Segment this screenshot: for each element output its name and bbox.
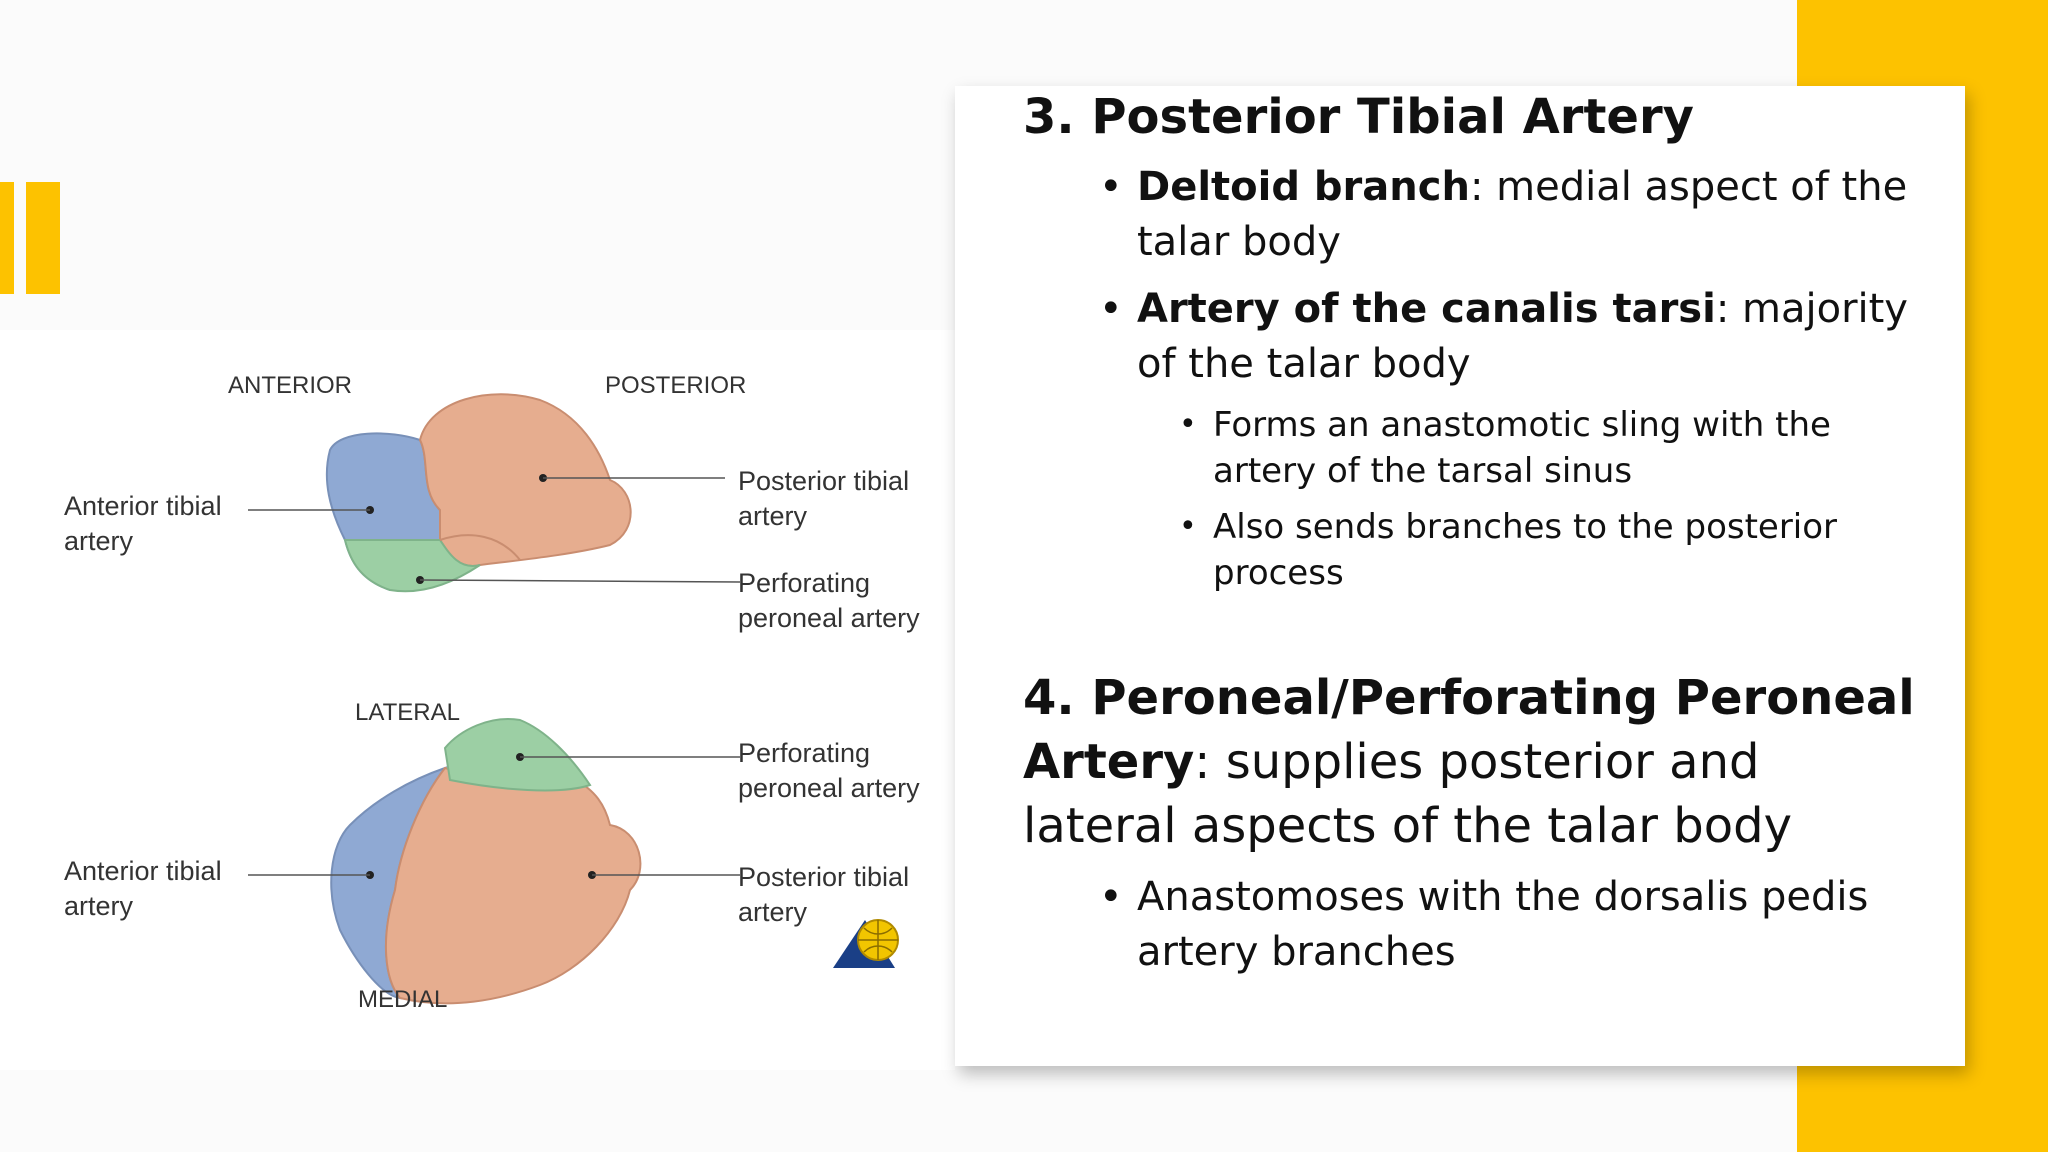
accent-mark-left-2 — [26, 182, 60, 294]
sub-bullet-anastomotic-sling: Forms an anastomotic sling with the arte… — [1023, 402, 1925, 494]
section-4-bullets: Anastomoses with the dorsalis pedis arte… — [1023, 870, 1925, 980]
section-3-bullets: Deltoid branch: medial aspect of the tal… — [1023, 160, 1925, 596]
talus-blood-supply-diagram: ANTERIOR POSTERIOR Anterior tibial arter… — [0, 330, 955, 1070]
accent-mark-left-1 — [0, 182, 14, 294]
globe-triangle-logo-icon — [833, 919, 899, 968]
bullet-term: Artery of the canalis tarsi — [1137, 286, 1716, 332]
bullet-canalis-tarsi: Artery of the canalis tarsi: majority of… — [1023, 282, 1925, 392]
label-perforating-peroneal-bottom-2: peroneal artery — [738, 773, 920, 803]
content-card: 3. Posterior Tibial Artery Deltoid branc… — [955, 86, 1965, 1066]
bullet-text: : majority of the talar body — [1137, 286, 1908, 387]
label-perforating-peroneal-bottom-1: Perforating — [738, 738, 870, 768]
section-4-title: 4. Peroneal/Perforating Peroneal Artery:… — [1023, 666, 1925, 858]
label-posterior-tibial-top-1: Posterior tibial — [738, 466, 909, 496]
talus-bottom-view: LATERAL MEDIAL Anterior tibial artery Pe… — [64, 699, 920, 1013]
label-anterior-tibial-top-2: artery — [64, 526, 134, 556]
orientation-anterior: ANTERIOR — [228, 372, 352, 399]
region-perforating-peroneal-top — [343, 539, 481, 593]
label-posterior-tibial-top-2: artery — [738, 501, 808, 531]
orientation-lateral: LATERAL — [355, 699, 460, 726]
talus-top-view: ANTERIOR POSTERIOR Anterior tibial arter… — [64, 372, 920, 633]
section-3-title: 3. Posterior Tibial Artery — [1023, 89, 1694, 145]
region-posterior-tibial-bottom — [385, 766, 642, 1005]
section-4-title-bold: 4. Peroneal/Perforating Peroneal Artery — [1023, 670, 1915, 790]
label-perforating-peroneal-top-1: Perforating — [738, 568, 870, 598]
label-anterior-tibial-top-1: Anterior tibial — [64, 491, 222, 521]
bullet-deltoid-branch: Deltoid branch: medial aspect of the tal… — [1023, 160, 1925, 270]
orientation-posterior: POSTERIOR — [605, 372, 746, 399]
label-anterior-tibial-bottom-2: artery — [64, 891, 134, 921]
label-posterior-tibial-bottom-2: artery — [738, 897, 808, 927]
section-4-title-rest: : supplies posterior and lateral aspects… — [1023, 734, 1792, 854]
bullet-dorsalis-pedis: Anastomoses with the dorsalis pedis arte… — [1023, 870, 1925, 980]
bullet-text: : medial aspect of the talar body — [1137, 164, 1908, 265]
label-perforating-peroneal-top-2: peroneal artery — [738, 603, 920, 633]
label-anterior-tibial-bottom-1: Anterior tibial — [64, 856, 222, 886]
bullet-term: Deltoid branch — [1137, 164, 1470, 210]
label-posterior-tibial-bottom-1: Posterior tibial — [738, 862, 909, 892]
region-posterior-tibial-top — [418, 393, 632, 567]
talus-diagram-svg: ANTERIOR POSTERIOR Anterior tibial arter… — [64, 372, 920, 1013]
orientation-medial: MEDIAL — [358, 986, 447, 1013]
sub-bullet-posterior-process: Also sends branches to the posterior pro… — [1023, 504, 1925, 596]
